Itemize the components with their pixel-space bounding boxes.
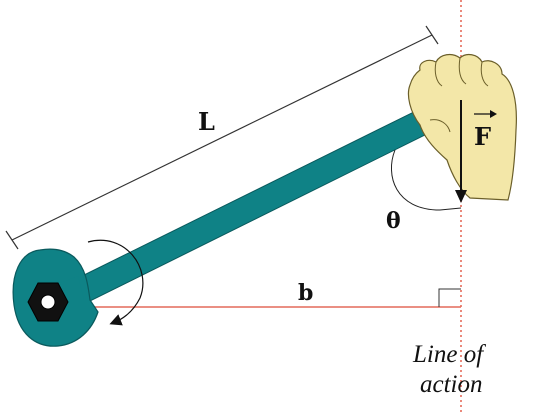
curved-arrow-icon — [87, 239, 144, 326]
right-angle-marker-icon — [438, 288, 461, 307]
force-arrowhead — [455, 190, 467, 203]
angle-arc — [391, 149, 462, 211]
wrench-handle — [73, 103, 442, 304]
lever-arm-label: b — [298, 280, 313, 306]
length-label: L — [198, 107, 215, 136]
force-label: F — [474, 122, 491, 151]
dimension-line-L — [5, 25, 439, 250]
angle-label: θ — [386, 208, 401, 234]
force-label-group: F — [474, 110, 497, 151]
hex-nut-icon — [27, 282, 69, 322]
line-of-action-label-line1: Line of — [412, 341, 486, 368]
fist-icon — [407, 53, 517, 201]
line-of-action-label-line2: action — [420, 371, 483, 398]
